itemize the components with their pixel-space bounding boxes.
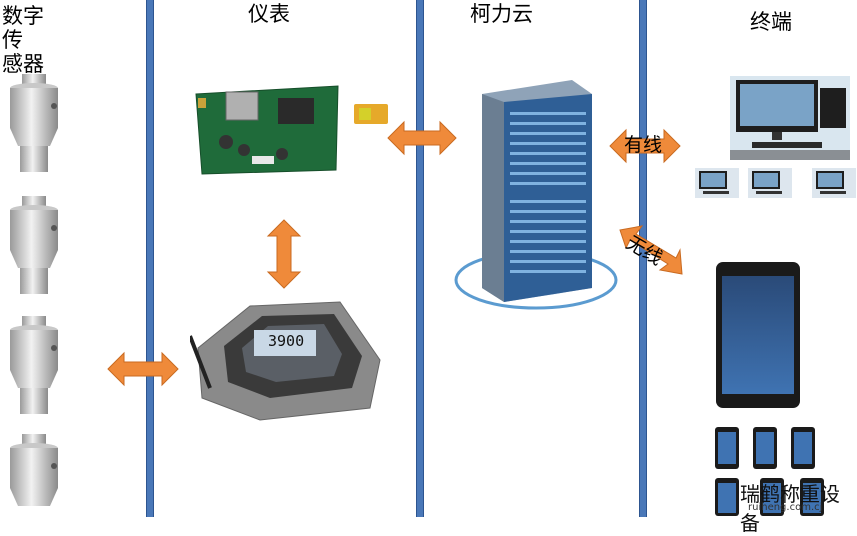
weighing-indicator [190, 301, 381, 421]
desktop-computer [730, 76, 850, 160]
divider-2 [416, 0, 424, 517]
small-phone [715, 478, 739, 516]
divider-3 [639, 0, 647, 517]
instrument-heading: 仪表 [248, 2, 290, 26]
client-monitor [812, 168, 856, 198]
cloud-server-rack [454, 80, 618, 310]
smartphone-screen [722, 276, 794, 394]
small-phone [800, 478, 824, 516]
small-phone [715, 427, 739, 469]
terminal-heading: 终端 [750, 10, 792, 34]
watermark-url: ruiheng.com.cj [748, 502, 823, 513]
divider-1 [146, 0, 154, 517]
small-phone [791, 427, 815, 469]
small-phone [760, 478, 784, 516]
instrument-cloud-arrow [387, 120, 457, 156]
smartphone [716, 262, 800, 408]
small-phone [753, 427, 777, 469]
client-monitor [695, 168, 739, 198]
cloud-heading: 柯力云 [470, 2, 533, 26]
client-monitor [748, 168, 792, 198]
sensor-instrument-arrow [107, 351, 179, 387]
indicator-display: 3900 [268, 332, 305, 350]
load-cell-sensor [10, 196, 58, 294]
load-cell-sensor [10, 434, 58, 506]
sim-card-icon [354, 104, 388, 124]
wired-link-arrow [609, 128, 681, 164]
load-cell-sensor [10, 74, 58, 172]
wired-label: 有线 [624, 134, 663, 156]
module-indicator-arrow [266, 219, 302, 289]
wireless-link-arrow [619, 225, 683, 275]
sensor-heading: 数字传 感器 [2, 4, 44, 76]
load-cell-sensor [10, 316, 58, 414]
gsm-module-board [195, 85, 339, 175]
